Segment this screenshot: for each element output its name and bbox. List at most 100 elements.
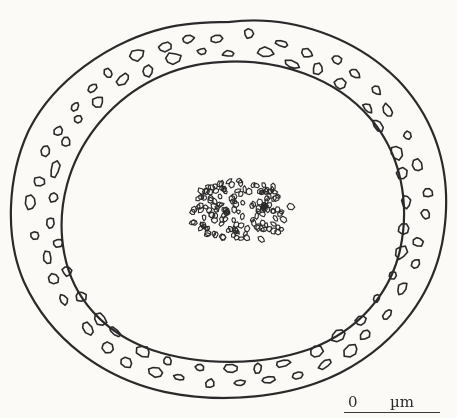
wall-pit — [166, 53, 181, 64]
nucleus-granule — [240, 213, 244, 220]
wall-pit — [383, 103, 393, 116]
wall-pit — [361, 330, 370, 339]
wall-pit — [311, 346, 324, 357]
nucleus-granule — [287, 203, 295, 209]
wall-pit — [183, 35, 195, 43]
wall-pit — [47, 218, 54, 228]
nucleus-granule — [273, 216, 278, 222]
wall-pit — [51, 161, 60, 178]
wall-pit — [302, 49, 313, 57]
wall-pit — [224, 365, 238, 373]
nucleus-granule — [256, 205, 261, 211]
wall-pit — [149, 368, 163, 378]
wall-pit — [143, 65, 153, 77]
nucleus-granule — [245, 225, 250, 231]
nucleus-granule — [235, 189, 241, 193]
nucleus-granule — [226, 179, 232, 184]
nucleus-granule — [255, 213, 258, 220]
wall-pit — [344, 345, 357, 357]
wall-pit — [41, 146, 49, 157]
wall-pit — [130, 50, 144, 61]
wall-pit — [412, 159, 422, 171]
wall-pit — [234, 380, 245, 385]
nucleus-granule — [246, 188, 252, 195]
scale-unit-label: µm — [390, 394, 414, 410]
wall-pit — [292, 372, 303, 379]
wall-pit — [404, 131, 412, 139]
nucleus-granule — [254, 183, 260, 188]
nucleus-granule — [276, 225, 281, 230]
nucleus-granule — [200, 222, 204, 226]
wall-pit — [159, 42, 172, 52]
wall-pit — [411, 260, 419, 269]
nucleus-granule — [258, 236, 264, 242]
wall-pit — [195, 364, 204, 370]
wall-pit — [197, 48, 206, 54]
nucleus-granule — [238, 180, 242, 187]
wall-pit — [277, 360, 291, 367]
wall-pit — [396, 246, 408, 259]
wall-pit — [164, 357, 171, 365]
wall-pit — [211, 35, 223, 42]
wall-pit — [262, 377, 275, 383]
nucleus-granule — [254, 224, 260, 230]
nucleus-granule — [239, 237, 244, 240]
wall-pit — [372, 86, 380, 94]
wall-pit — [402, 196, 411, 209]
nucleus-granule — [229, 182, 235, 188]
wall-pit — [421, 210, 429, 219]
nucleus-granule — [191, 220, 197, 226]
wall-pit — [34, 177, 44, 186]
nucleus-granule — [271, 209, 275, 213]
wall-pit — [116, 73, 128, 85]
central-nucleus-cluster — [189, 178, 294, 242]
wall-pit — [54, 240, 63, 248]
scale-bar-line — [344, 412, 440, 413]
nucleus-granule — [257, 199, 263, 205]
nucleus-granule — [259, 212, 265, 217]
wall-pit — [254, 363, 261, 373]
wall-pit — [25, 195, 35, 210]
wall-pit — [257, 47, 274, 57]
wall-pit — [398, 283, 407, 294]
nucleus-granule — [275, 207, 280, 212]
nucleus-granule — [202, 215, 205, 221]
wall-pit — [31, 232, 39, 240]
wall-pit — [60, 295, 68, 306]
wall-pit — [413, 238, 423, 246]
nucleus-granule — [264, 223, 267, 228]
wall-pit — [423, 189, 432, 197]
wall-pit — [49, 193, 58, 202]
nucleus-granule — [237, 210, 241, 214]
wall-pits — [25, 29, 432, 388]
wall-pit — [383, 310, 392, 320]
scale-bar: 0 µm — [336, 392, 448, 414]
wall-pit — [102, 342, 113, 353]
nucleus-granule — [241, 200, 245, 205]
wall-pit — [222, 51, 234, 57]
nucleus-granule — [262, 183, 266, 188]
wall-pit — [62, 137, 70, 146]
wall-pit — [93, 97, 103, 107]
wall-pit — [332, 56, 342, 64]
scale-zero-label: 0 — [348, 394, 358, 410]
wall-pit — [314, 63, 323, 74]
wall-pit — [174, 375, 184, 380]
wall-pit — [49, 274, 59, 284]
nucleus-granule — [271, 222, 276, 226]
nucleus-granule — [238, 223, 244, 229]
wall-pit — [104, 68, 112, 77]
wall-pit — [71, 103, 78, 112]
nucleus-granule — [280, 216, 287, 223]
wall-pit — [121, 357, 132, 367]
nucleus-granule — [219, 222, 224, 226]
wall-pit — [275, 41, 287, 48]
nucleus-granule — [218, 194, 222, 199]
nucleus-granule — [243, 231, 247, 236]
wall-pit — [350, 70, 360, 78]
nucleus-granule — [232, 218, 236, 222]
nucleus-granule — [211, 218, 217, 223]
wall-pit — [318, 360, 331, 370]
wall-pit — [44, 251, 51, 263]
